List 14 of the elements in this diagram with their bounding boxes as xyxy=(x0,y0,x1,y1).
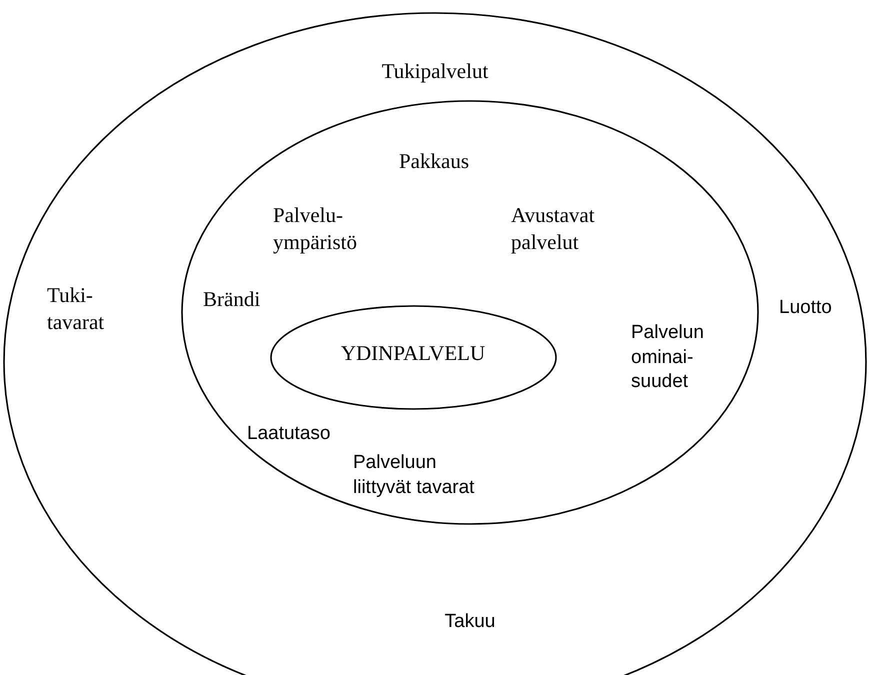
ring-label: Brändi xyxy=(203,286,262,313)
ring-label: Palveluun liittyvät tavarat xyxy=(353,451,476,500)
ring-label: Laatutaso xyxy=(247,422,332,446)
ring-label: Palvelun ominai- suudet xyxy=(631,321,705,394)
ring-label: Luotto xyxy=(779,296,833,320)
middle-ellipse xyxy=(181,100,759,525)
ring-label: Tuki- tavarat xyxy=(47,282,106,336)
ring-label: Pakkaus xyxy=(398,148,470,175)
ring-label: Avustavat palvelut xyxy=(511,202,596,256)
ring-label: Takuu xyxy=(444,610,496,634)
inner-ellipse xyxy=(270,305,557,410)
ring-label: Palvelu- ympäristö xyxy=(273,202,358,256)
ring-label: YDINPALVELU xyxy=(340,340,486,367)
ring-label: Tukipalvelut xyxy=(380,58,490,85)
